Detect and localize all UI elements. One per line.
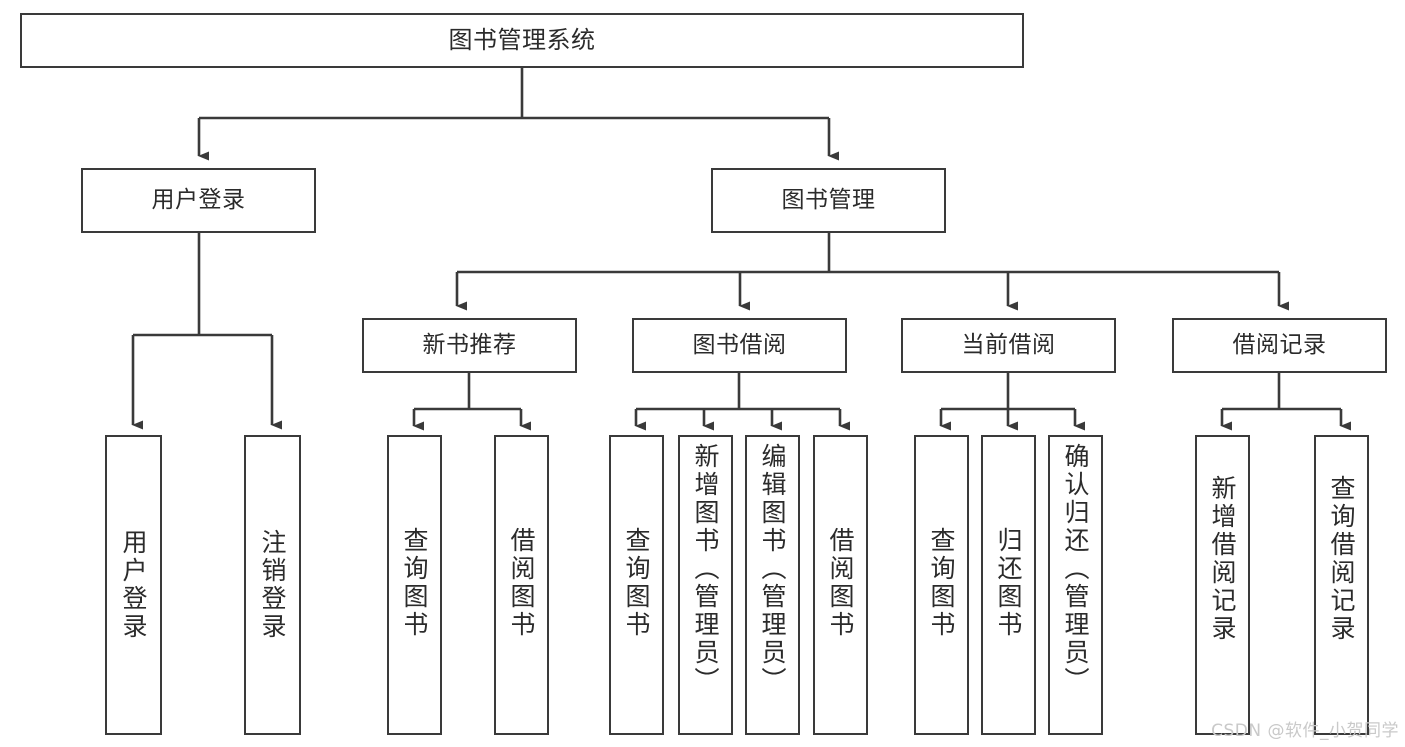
node-leaf-confirm-return-label: 确认归还（管理员）: [1061, 443, 1090, 695]
node-leaf-user-login-label: 用户登录: [119, 529, 148, 641]
node-user-login-label: 用户登录: [151, 186, 246, 213]
node-new-book-recommend-label: 新书推荐: [422, 331, 517, 358]
node-new-book-recommend[interactable]: 新书推荐: [362, 318, 577, 373]
node-leaf-borrow-book-2-label: 借阅图书: [826, 527, 855, 639]
node-leaf-borrow-book-2[interactable]: 借阅图书: [813, 435, 868, 735]
node-leaf-query-book-2[interactable]: 查询图书: [609, 435, 664, 735]
node-book-borrow[interactable]: 图书借阅: [632, 318, 847, 373]
node-borrow-record[interactable]: 借阅记录: [1172, 318, 1387, 373]
node-leaf-add-book-label: 新增图书（管理员）: [691, 443, 720, 695]
node-leaf-query-book-3-label: 查询图书: [927, 527, 956, 639]
node-leaf-user-login[interactable]: 用户登录: [105, 435, 162, 735]
node-book-management-label: 图书管理: [781, 186, 876, 213]
node-leaf-logout-login[interactable]: 注销登录: [244, 435, 301, 735]
node-leaf-query-record[interactable]: 查询借阅记录: [1314, 435, 1369, 735]
node-leaf-return-book[interactable]: 归还图书: [981, 435, 1036, 735]
node-leaf-query-book-3[interactable]: 查询图书: [914, 435, 969, 735]
node-book-borrow-label: 图书借阅: [692, 331, 787, 358]
node-leaf-query-book-1-label: 查询图书: [400, 527, 429, 639]
node-leaf-add-record-label: 新增借阅记录: [1208, 475, 1237, 643]
node-user-login[interactable]: 用户登录: [81, 168, 316, 233]
node-leaf-return-book-label: 归还图书: [994, 527, 1023, 639]
node-root-label: 图书管理系统: [448, 26, 596, 55]
node-leaf-logout-login-label: 注销登录: [258, 529, 287, 641]
node-borrow-record-label: 借阅记录: [1232, 331, 1327, 358]
node-leaf-confirm-return[interactable]: 确认归还（管理员）: [1048, 435, 1103, 735]
node-leaf-borrow-book-1[interactable]: 借阅图书: [494, 435, 549, 735]
node-leaf-add-book[interactable]: 新增图书（管理员）: [678, 435, 733, 735]
node-current-borrow-label: 当前借阅: [961, 331, 1056, 358]
node-current-borrow[interactable]: 当前借阅: [901, 318, 1116, 373]
node-leaf-edit-book-label: 编辑图书（管理员）: [758, 443, 787, 695]
node-leaf-add-record[interactable]: 新增借阅记录: [1195, 435, 1250, 735]
node-leaf-edit-book[interactable]: 编辑图书（管理员）: [745, 435, 800, 735]
node-leaf-query-book-2-label: 查询图书: [622, 527, 651, 639]
node-leaf-query-record-label: 查询借阅记录: [1327, 475, 1356, 643]
node-root[interactable]: 图书管理系统: [20, 13, 1024, 68]
node-book-management[interactable]: 图书管理: [711, 168, 946, 233]
node-leaf-query-book-1[interactable]: 查询图书: [387, 435, 442, 735]
node-leaf-borrow-book-1-label: 借阅图书: [507, 527, 536, 639]
